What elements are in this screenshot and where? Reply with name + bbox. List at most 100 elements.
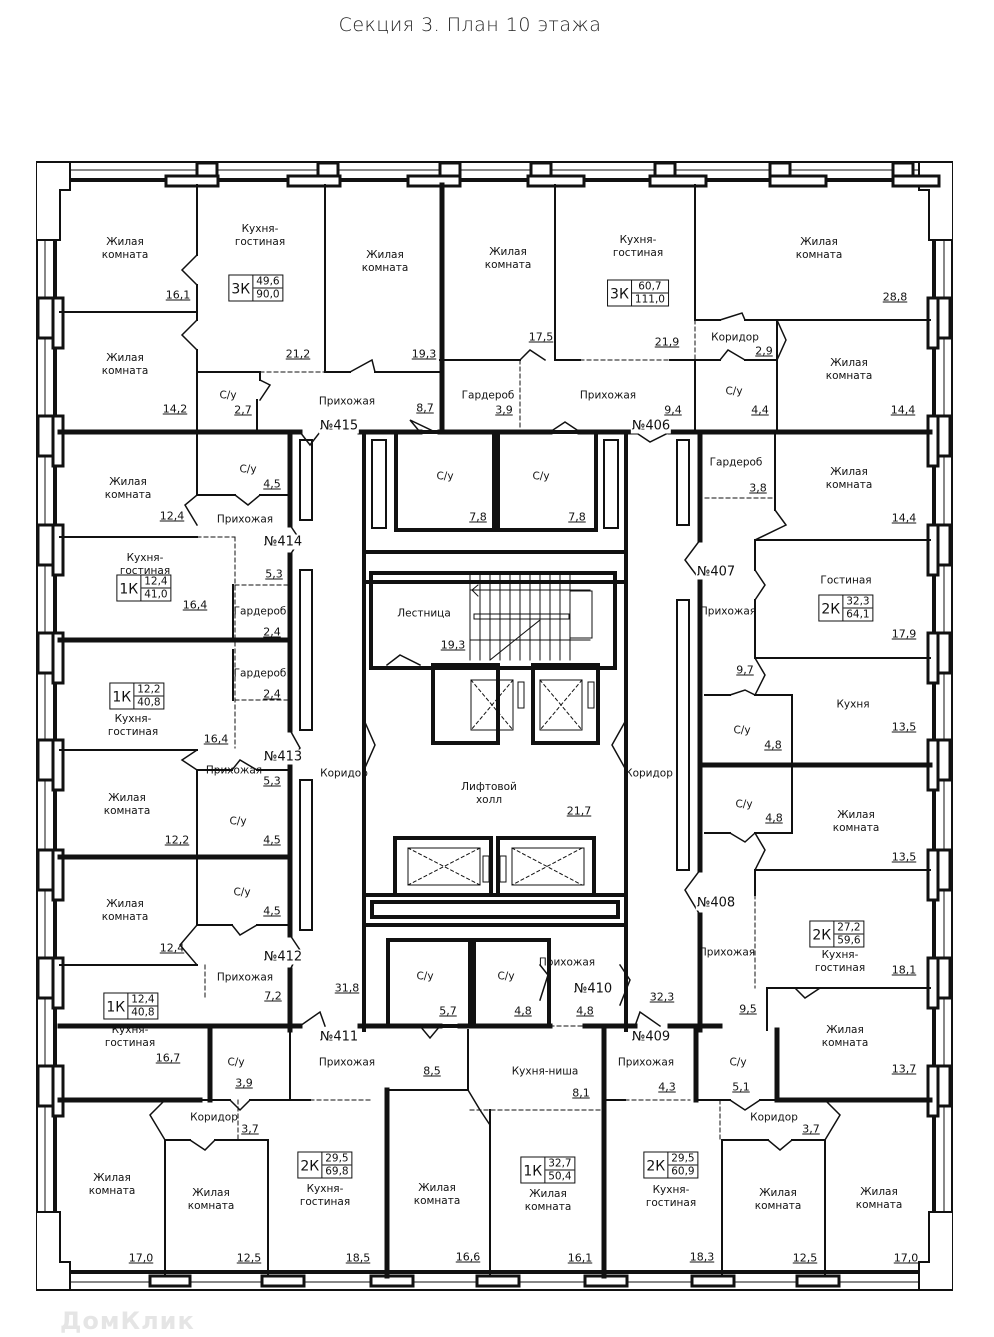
room-name: Гардероб [233,605,287,618]
room-area: 19,3 [411,347,437,361]
room-name: С/у [436,470,454,483]
apartment-number: №411 [318,1029,360,1045]
apartment-number: №413 [262,749,304,765]
room-area: 4,5 [263,904,281,918]
room-area: 4,8 [514,1004,532,1018]
room-count: 3К [608,280,632,306]
room-area: 5,7 [439,1004,457,1018]
apartment-number: №412 [262,949,304,965]
watermark: ДомКлик [60,1307,195,1335]
room-area: 9,7 [736,663,754,677]
room-name: Жилая комната [832,809,880,834]
apartment-number: №415 [318,418,360,434]
living-area: 32,3 [843,596,873,609]
room-area: 7,8 [469,510,487,524]
living-area: 49,6 [253,276,283,289]
room-area: 18,5 [345,1251,371,1265]
room-name: Кухня- гостиная [119,552,171,577]
room-area: 17,0 [128,1251,154,1265]
apartment-number: №409 [630,1029,672,1045]
room-name: С/у [532,470,550,483]
apartment-number: №407 [695,564,737,580]
room-area: 12,5 [236,1251,262,1265]
room-name: Жилая комната [361,249,409,274]
room-name: С/у [239,463,257,476]
room-area: 14,4 [891,511,917,525]
room-area: 2,4 [263,625,281,639]
room-name: Коридор [190,1111,238,1124]
room-area: 28,8 [882,290,908,304]
living-area: 12,4 [128,994,158,1007]
room-area: 5,1 [732,1080,750,1094]
room-area: 16,1 [567,1251,593,1265]
room-area: 14,2 [162,402,188,416]
room-count: 1К [521,1157,546,1183]
room-area: 3,9 [235,1076,253,1090]
room-area: 17,0 [893,1251,919,1265]
room-area: 8,5 [423,1064,441,1078]
total-area: 40,8 [131,1006,155,1019]
total-area: 111,0 [634,293,665,306]
room-name: С/у [416,970,434,983]
room-name: Прихожая [216,971,274,984]
room-area: 16,6 [455,1250,481,1264]
room-count: 2К [298,1152,323,1178]
room-name: Жилая комната [413,1182,461,1207]
room-name: С/у [233,886,251,899]
room-area: 5,3 [263,774,281,788]
room-name: Кухня- гостиная [645,1184,697,1209]
room-name: Кухня- гостиная [104,1024,156,1049]
plan-title: Секция 3. План 10 этажа [338,14,602,36]
room-name: С/у [735,798,753,811]
room-name: Кухня- гостиная [814,949,866,974]
room-count: 2К [810,921,835,947]
room-area: 8,1 [572,1086,590,1100]
room-name: Жилая комната [104,476,152,501]
room-name: Гостиная [820,574,872,587]
total-area: 59,6 [837,934,861,947]
living-area: 29,5 [322,1153,352,1166]
apartment-number: №410 [572,981,614,997]
room-area: 3,7 [241,1122,259,1136]
room-area: 18,3 [689,1250,715,1264]
total-area: 69,8 [325,1165,349,1178]
room-name: Жилая комната [524,1188,572,1213]
room-area: 4,8 [765,811,783,825]
room-name: Жилая комната [101,236,149,261]
room-name: Лестница [397,607,451,620]
total-area: 41,0 [144,588,168,601]
room-count: 1К [117,575,142,601]
room-name: С/у [497,970,515,983]
total-area: 50,4 [548,1170,572,1183]
living-area: 32,7 [545,1158,575,1171]
room-name: Коридор [711,331,759,344]
room-area: 9,5 [739,1002,757,1016]
room-area: 2,4 [263,687,281,701]
room-name: Гардероб [461,389,515,402]
room-count: 2К [819,595,844,621]
room-area: 13,7 [891,1062,917,1076]
apartment-number: №414 [262,534,304,550]
room-area: 4,3 [658,1080,676,1094]
room-area: 19,3 [440,638,466,652]
room-name: Жилая комната [101,898,149,923]
room-area: 4,5 [263,477,281,491]
room-name: Коридор [625,767,673,780]
room-name: Жилая комната [754,1187,802,1212]
room-area: 7,8 [568,510,586,524]
room-name: Кухня-ниша [511,1065,579,1078]
room-name: С/у [227,1056,245,1069]
room-name: Кухня- гостиная [107,713,159,738]
room-area: 12,4 [159,509,185,523]
room-area: 8,7 [416,401,434,415]
room-name: Жилая комната [821,1024,869,1049]
room-area: 12,4 [159,941,185,955]
room-area: 18,1 [891,963,917,977]
room-name: Жилая комната [103,792,151,817]
room-area: 21,7 [566,804,592,818]
